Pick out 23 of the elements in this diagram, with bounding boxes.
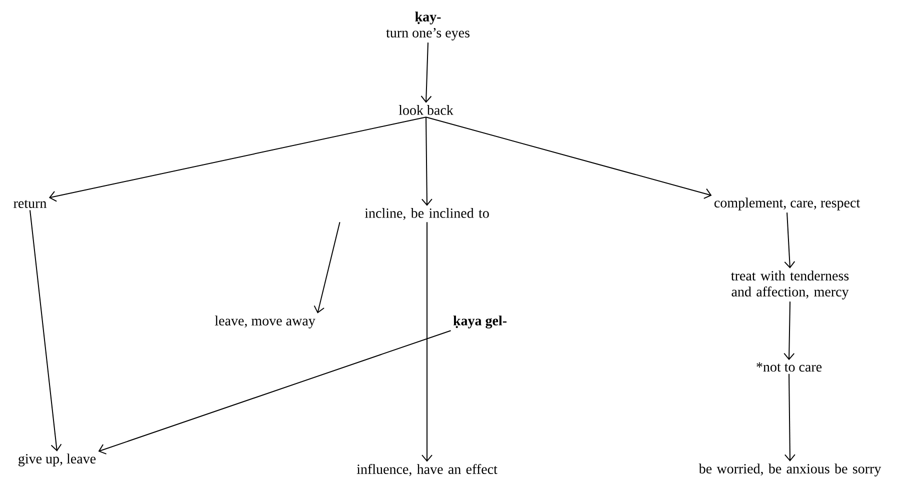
meaning-text: leave, move away xyxy=(214,316,316,328)
meaning-text: influence, have an effect xyxy=(356,464,498,476)
arrow xyxy=(784,212,796,268)
meaning-text: complement, care, respect xyxy=(714,198,860,210)
meaning-text: treat with tenderness and affection, mercy xyxy=(731,270,849,300)
arrow xyxy=(30,210,62,452)
arrow xyxy=(784,373,796,462)
arrow xyxy=(314,222,340,314)
arrow xyxy=(98,330,452,454)
meaning-text: *not to care xyxy=(756,362,822,372)
arrow xyxy=(48,116,426,202)
meaning-text: incline, be inclined to xyxy=(364,208,489,220)
phrase-text: ḳaya gel- xyxy=(453,316,507,328)
meaning-text: be worried, be anxious be sorry xyxy=(698,464,882,476)
arrow xyxy=(426,116,712,199)
arrow xyxy=(784,301,795,360)
arrow xyxy=(420,42,432,103)
arrow xyxy=(421,116,432,206)
meaning-text: look back xyxy=(398,105,454,115)
root-word: ḳay- turn one’s eyes xyxy=(386,12,470,40)
meaning-text: give up, leave xyxy=(18,454,96,466)
meaning-text: return xyxy=(14,200,47,208)
arrow xyxy=(422,222,432,462)
